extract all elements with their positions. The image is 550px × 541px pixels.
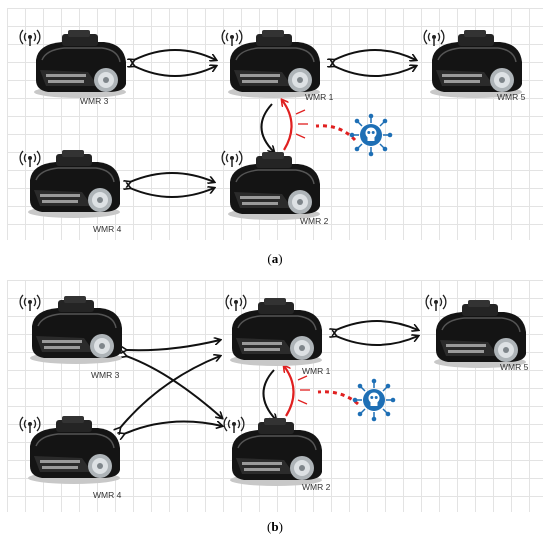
antenna-icon	[221, 150, 243, 168]
robot-icon	[27, 415, 121, 485]
attack-signal-lines	[297, 375, 310, 405]
robot-icon	[33, 29, 127, 99]
link-wmr4-wmr2	[130, 172, 214, 182]
link-wmr5-wmr1	[336, 336, 418, 346]
robot-label-wmr4: WMR 4	[93, 224, 122, 234]
robot-icon	[433, 299, 527, 369]
attack-path-dotted	[315, 124, 357, 142]
link-wmr3-wmr1	[126, 340, 220, 350]
link-wmr3-wmr2	[126, 356, 222, 418]
antenna-icon	[19, 150, 41, 168]
link-wmr1-wmr2	[262, 369, 276, 420]
robot-label-wmr4: WMR 4	[93, 490, 122, 500]
link-wmr4-wmr1	[120, 356, 220, 428]
link-wmr1-wmr2	[260, 103, 274, 152]
antenna-icon	[425, 294, 447, 312]
antenna-icon	[19, 29, 41, 47]
antenna-icon	[19, 294, 41, 312]
robot-label-wmr1: WMR 1	[302, 366, 331, 376]
link-wmr1-wmr3	[134, 66, 216, 77]
robot-icon	[227, 151, 321, 221]
attack-path-dotted	[317, 390, 359, 406]
robot-label-wmr3: WMR 3	[91, 370, 120, 380]
link-wmr3-wmr1	[134, 49, 216, 60]
link-wmr5-wmr1	[334, 66, 416, 77]
attacker-skull-icon	[351, 377, 397, 423]
link-wmr1-wmr5	[336, 320, 418, 330]
attack-link-wmr2-wmr1	[284, 366, 295, 417]
link-wmr2-wmr4	[130, 188, 214, 198]
robot-label-wmr3: WMR 3	[80, 96, 109, 106]
caption-b: (b)	[267, 519, 283, 534]
panel-a: WMR 3 WMR 1 WMR 5 WMR 4 WMR 2	[19, 29, 526, 234]
robot-icon	[29, 295, 123, 365]
attack-signal-lines	[295, 109, 308, 139]
robot-label-wmr5: WMR 5	[497, 92, 526, 102]
robot-label-wmr2: WMR 2	[302, 482, 331, 492]
robot-label-wmr1: WMR 1	[305, 92, 334, 102]
link-wmr4-wmr2	[124, 420, 222, 435]
panel-b: WMR 3 WMR 1 WMR 5 WMR 4 WMR 2	[19, 294, 529, 500]
robot-icon	[229, 417, 323, 487]
robot-label-wmr5: WMR 5	[500, 362, 529, 372]
robot-icon	[27, 149, 121, 219]
robot-label-wmr2: WMR 2	[300, 216, 329, 226]
attack-link-wmr2-wmr1	[282, 100, 293, 151]
antenna-icon	[19, 416, 41, 434]
link-wmr1-wmr5	[334, 49, 416, 60]
antenna-icon	[225, 294, 247, 312]
caption-a: (a)	[267, 251, 283, 266]
antenna-icon	[221, 29, 243, 47]
attacker-skull-icon	[348, 112, 394, 158]
antenna-icon	[223, 416, 245, 434]
antenna-icon	[423, 29, 445, 47]
